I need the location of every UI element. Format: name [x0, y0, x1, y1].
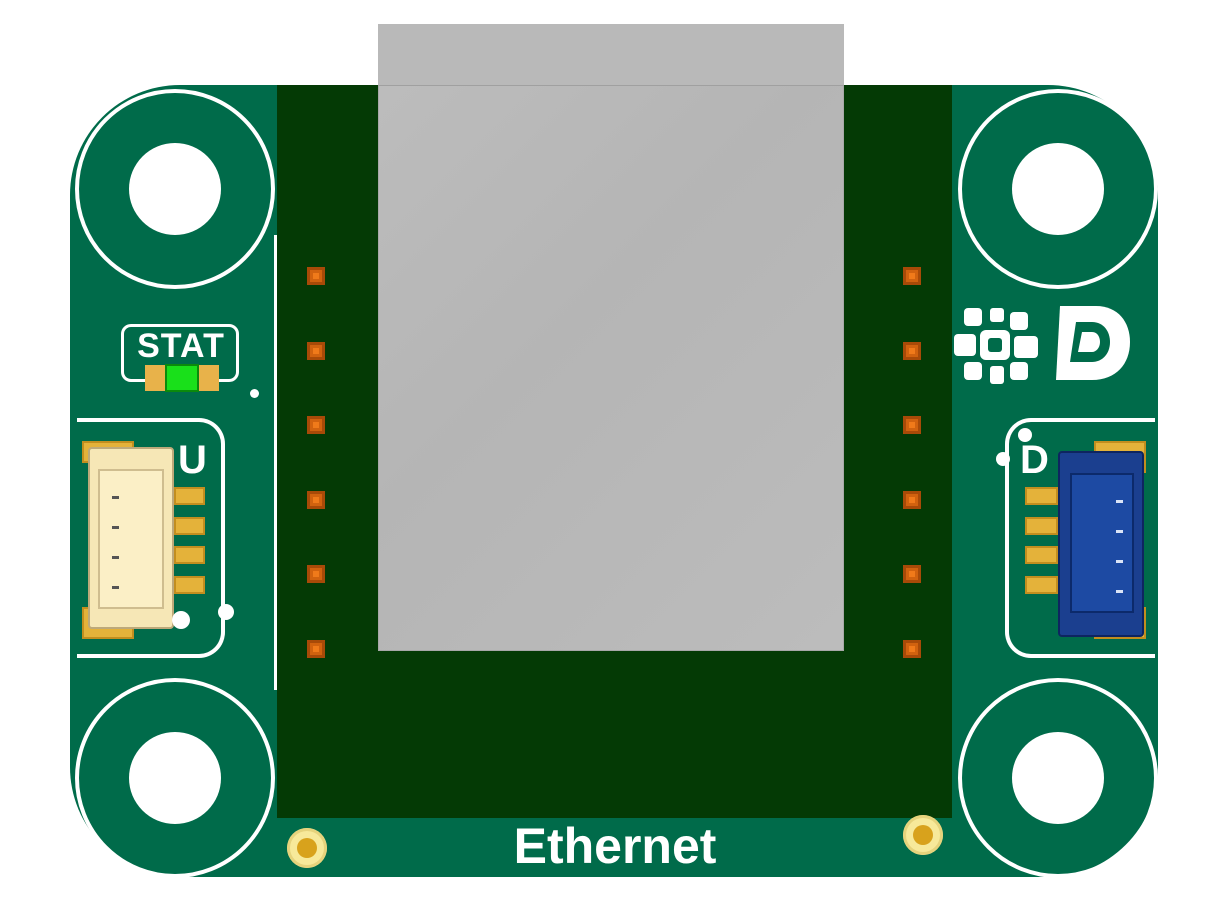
- pad: [307, 565, 325, 583]
- mounting-hole-top-right: [958, 89, 1158, 289]
- gold-pin: [174, 576, 205, 594]
- led-pad: [145, 365, 165, 391]
- mounting-hole-top-left: [75, 89, 275, 289]
- test-point: [903, 815, 943, 855]
- silk-dot: [172, 611, 190, 629]
- rj45-jack: [378, 24, 844, 651]
- pin-marker: [112, 556, 119, 559]
- d-logo-icon: [1056, 306, 1130, 380]
- right-jst-connector: [1058, 451, 1144, 637]
- mounting-hole-bottom-left: [75, 678, 275, 878]
- circuit-logo-icon: [954, 308, 1038, 384]
- hole-icon: [129, 143, 221, 235]
- hole-icon: [129, 732, 221, 824]
- gold-pin: [174, 546, 205, 564]
- test-point: [287, 828, 327, 868]
- silk-dot: [218, 604, 234, 620]
- gold-pin: [1025, 517, 1058, 535]
- pin-marker: [1116, 560, 1123, 563]
- gold-pin: [1025, 576, 1058, 594]
- gold-pin: [174, 487, 205, 505]
- pad: [903, 416, 921, 434]
- board-title: Ethernet: [513, 818, 717, 874]
- right-connector-outline: [1005, 418, 1155, 658]
- pad: [903, 267, 921, 285]
- right-port-label: D: [1020, 438, 1049, 482]
- pad: [307, 416, 325, 434]
- pin-marker: [112, 526, 119, 529]
- pad: [307, 267, 325, 285]
- pad: [903, 640, 921, 658]
- pad: [903, 342, 921, 360]
- connector-socket: [1070, 473, 1134, 613]
- left-connector-outline: [77, 418, 225, 658]
- silk-dot: [250, 389, 259, 398]
- module-edge-line: [274, 235, 277, 690]
- pin-marker: [1116, 500, 1123, 503]
- gold-pin: [1025, 546, 1058, 564]
- rj45-jack-top: [378, 24, 844, 86]
- pad: [307, 640, 325, 658]
- left-jst-connector: [88, 447, 174, 629]
- status-led: [165, 364, 199, 392]
- hole-icon: [1012, 732, 1104, 824]
- pin-marker: [112, 496, 119, 499]
- left-port-label: U: [178, 438, 207, 482]
- pad: [307, 342, 325, 360]
- hole-icon: [1012, 143, 1104, 235]
- gold-pin: [174, 517, 205, 535]
- led-pad: [199, 365, 219, 391]
- mounting-hole-bottom-right: [958, 678, 1158, 878]
- pad: [903, 565, 921, 583]
- pad: [903, 491, 921, 509]
- silk-dot: [996, 452, 1010, 466]
- gold-pin: [1025, 487, 1058, 505]
- pin-marker: [1116, 590, 1123, 593]
- pin-marker: [112, 586, 119, 589]
- silk-dot: [1018, 428, 1032, 442]
- pin-marker: [1116, 530, 1123, 533]
- pad: [307, 491, 325, 509]
- stat-label: STAT: [137, 327, 225, 365]
- connector-socket: [98, 469, 164, 609]
